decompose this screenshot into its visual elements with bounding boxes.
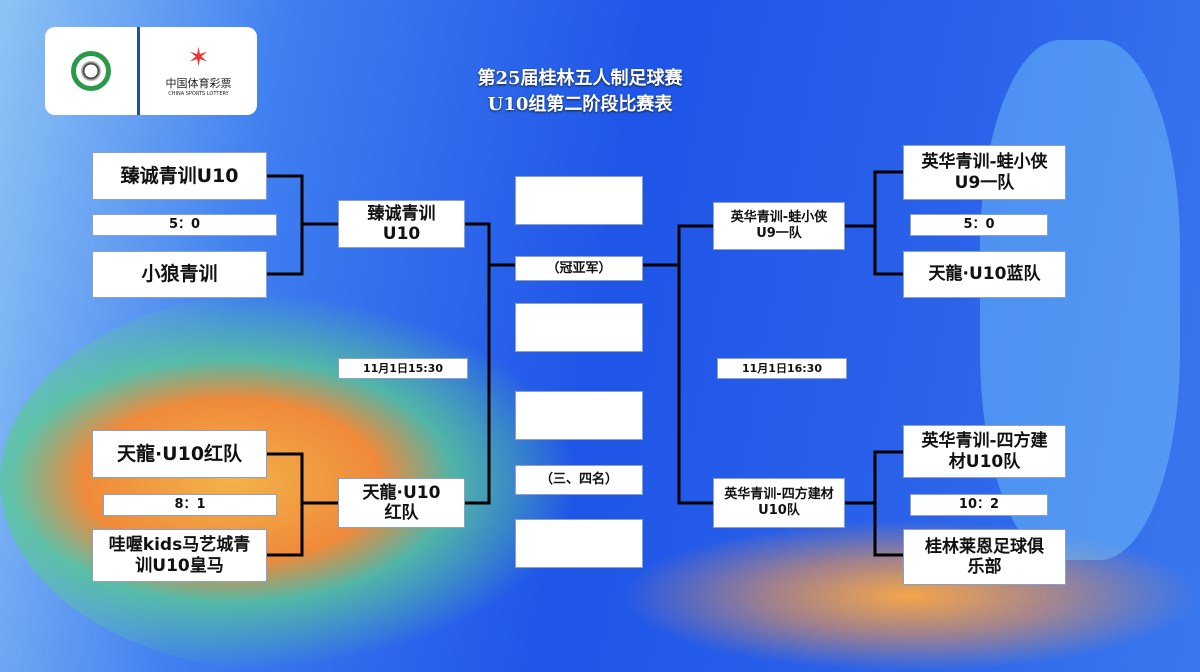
- sponsor-logo: ✶ 中国体育彩票 CHINA SPORTS LOTTERY: [45, 27, 257, 115]
- right-semi-1: 英华青训-蛙小侠U9一队: [713, 202, 845, 250]
- title-line-2: U10组第二阶段比赛表: [487, 94, 673, 115]
- left-m1-team-a: 臻诚青训U10: [92, 152, 267, 200]
- bracket-line-left-top: [267, 174, 338, 276]
- bracket-line-left-bottom: [267, 452, 338, 557]
- logo-text-en: CHINA SPORTS LOTTERY: [168, 91, 229, 97]
- bracket-line-right-bottom: [845, 450, 903, 557]
- right-m2-score: 10：2: [910, 494, 1048, 516]
- final-label: （冠亚军）: [515, 256, 643, 281]
- left-m1-team-b: 小狼青训: [92, 251, 267, 298]
- left-semi-1: 臻诚青训U10: [338, 200, 465, 248]
- center-slot-1: [515, 176, 643, 225]
- bracket-line-right-top: [845, 170, 903, 276]
- right-semi-2: 英华青训-四方建材U10队: [713, 478, 845, 528]
- title-line-1: 第25届桂林五人制足球赛: [477, 68, 683, 89]
- right-m1-team-a: 英华青训-蛙小侠U9一队: [903, 145, 1066, 200]
- logo-text-cn: 中国体育彩票: [165, 77, 232, 90]
- right-m1-team-b: 天龍·U10蓝队: [903, 251, 1066, 298]
- lottery-star-icon: ✶: [187, 43, 210, 73]
- left-m2-team-b: 哇喔kids马艺城青训U10皇马: [92, 529, 267, 582]
- bracket-line-right-center: [643, 224, 713, 505]
- right-m1-score: 5：0: [910, 214, 1048, 236]
- right-date: 11月1日16:30: [717, 358, 847, 379]
- left-semi-2: 天龍·U10红队: [338, 478, 465, 528]
- right-m2-team-a: 英华青训-四方建材U10队: [903, 425, 1066, 478]
- left-date: 11月1日15:30: [338, 358, 468, 379]
- right-m2-team-b: 桂林莱恩足球俱乐部: [903, 529, 1066, 585]
- left-m1-score: 5：0: [92, 214, 277, 236]
- left-m2-team-a: 天龍·U10红队: [92, 430, 267, 478]
- page-title: 第25届桂林五人制足球赛 U10组第二阶段比赛表: [420, 66, 740, 118]
- center-slot-4: [515, 519, 643, 568]
- decor-wave: [0, 290, 580, 672]
- center-slot-3: [515, 391, 643, 440]
- left-m2-score: 8：1: [103, 494, 277, 516]
- bracket-line-left-center: [465, 222, 515, 505]
- football-emblem-icon: [71, 51, 111, 91]
- center-slot-2: [515, 303, 643, 352]
- third-place-label: （三、四名）: [515, 465, 643, 495]
